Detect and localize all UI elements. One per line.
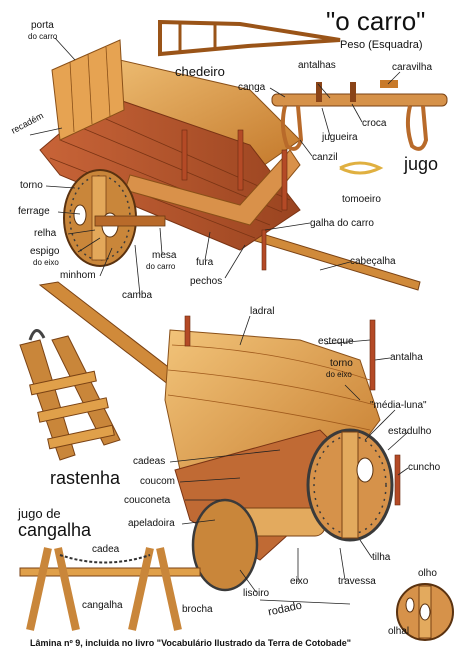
caption: Lâmina nº 9, incluida no livro "Vocabulá… bbox=[30, 638, 352, 648]
label-olho: olho bbox=[418, 568, 437, 579]
label-brocha: brocha bbox=[182, 604, 213, 615]
label-espigo: espigo bbox=[30, 246, 60, 257]
label-media-luna: "média-luna" bbox=[370, 400, 427, 411]
label-espigo-sub: do eixo bbox=[33, 258, 59, 267]
label-porta-sub: do carro bbox=[28, 32, 58, 41]
label-antalhas: antalhas bbox=[298, 60, 336, 71]
label-lisoiro: lisoiro bbox=[243, 588, 270, 599]
label-estadulho: estadulho bbox=[388, 426, 432, 437]
label-chedeiro: chedeiro bbox=[175, 64, 225, 79]
label-cangalha: cangalha bbox=[82, 600, 123, 611]
label-antalha: antalha bbox=[390, 352, 423, 363]
label-canzil: canzil bbox=[312, 152, 338, 163]
label-camba: camba bbox=[122, 290, 153, 301]
section-rastenha: rastenha bbox=[50, 468, 121, 488]
label-olhal: olhal bbox=[388, 626, 410, 637]
label-jugueira: jugueira bbox=[322, 132, 358, 143]
label-tilha: tilha bbox=[372, 552, 391, 563]
label-cabecalha: cabeçalha bbox=[350, 256, 396, 267]
main-title: "o carro" bbox=[326, 6, 426, 36]
cangalha-yoke bbox=[19, 547, 201, 631]
label-apeladoira: apeladoira bbox=[128, 518, 175, 529]
label-galha-do-carro: galha do carro bbox=[310, 218, 374, 229]
label-pechos: pechos bbox=[190, 276, 223, 287]
section-cangalha: cangalha bbox=[18, 520, 92, 540]
leader-lines bbox=[29, 37, 409, 605]
top-cart bbox=[39, 39, 421, 291]
label-mesa: mesa bbox=[152, 250, 177, 261]
chedeiro-frame bbox=[158, 19, 341, 57]
label-croca: croca bbox=[362, 118, 387, 129]
section-jugo-de: jugo de bbox=[18, 506, 61, 521]
label-coucom: coucom bbox=[140, 476, 176, 487]
subtitle: Peso (Esquadra) bbox=[340, 39, 423, 51]
label-fura: fura bbox=[196, 257, 214, 268]
label-minhom: minhom bbox=[60, 270, 96, 281]
label-cadeas: cadeas bbox=[133, 456, 166, 467]
label-ferrage: ferrage bbox=[18, 206, 50, 217]
label-ladral: ladral bbox=[250, 306, 275, 317]
label-canga: canga bbox=[238, 82, 266, 93]
section-jugo: jugo bbox=[404, 154, 439, 174]
label-eixo: eixo bbox=[290, 576, 309, 587]
bottom-cart bbox=[38, 281, 401, 592]
label-tomoeiro: tomoeiro bbox=[342, 194, 381, 205]
label-relha: relha bbox=[34, 228, 57, 239]
label-travessa: travessa bbox=[338, 576, 376, 587]
label-torno-eixo: torno bbox=[330, 358, 353, 369]
label-torno: torno bbox=[20, 180, 43, 191]
wheel-detail bbox=[396, 583, 454, 641]
jugo-yoke bbox=[271, 80, 448, 175]
label-cadea: cadea bbox=[92, 544, 120, 555]
label-porta: porta bbox=[31, 20, 54, 31]
label-couconeta: couconeta bbox=[124, 495, 171, 506]
label-torno-eixo-sub: do eixo bbox=[326, 370, 352, 379]
label-esteque: esteque bbox=[318, 336, 354, 347]
label-cuncho: cuncho bbox=[408, 462, 441, 473]
label-caravilha: caravilha bbox=[392, 62, 433, 73]
rastenha-ladder bbox=[19, 329, 121, 461]
label-mesa-sub: do carro bbox=[146, 262, 176, 271]
